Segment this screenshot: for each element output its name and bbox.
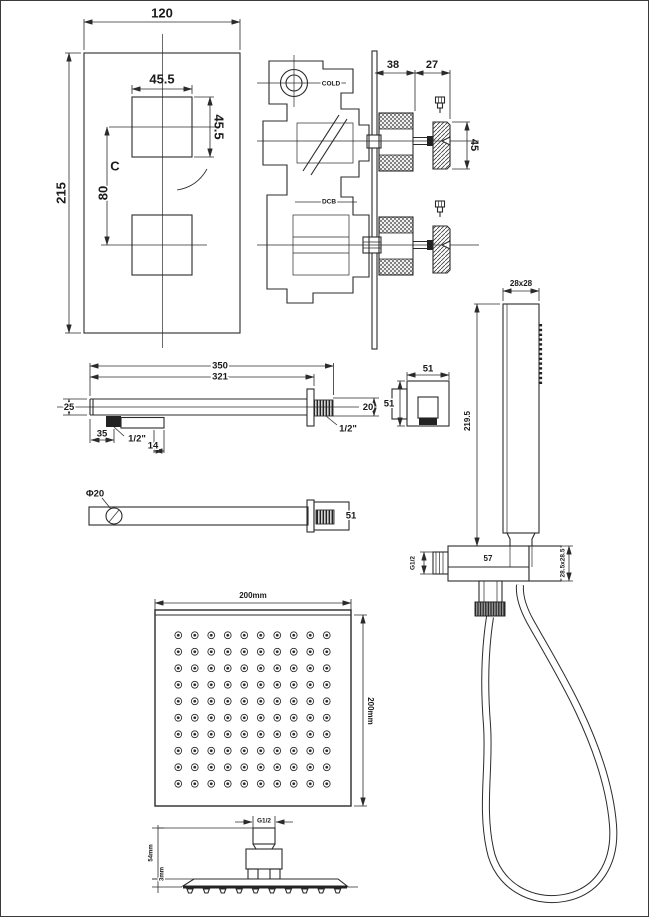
dim-wand-head-size: 28x28 [510,279,533,288]
dim-head-side-height: 54mm [149,844,155,861]
dim-head-height: 200mm [366,697,375,725]
dim-arm-hole-diameter: Φ20 [86,489,104,500]
dim-arm-inner-length: 321 [212,372,229,383]
dim-outlet-offset: 35 [97,429,108,440]
dim-flange-height: 51 [384,399,395,410]
arm-flange-detail-view: 51 51 [382,364,450,427]
valve-front-plate-view: 120 215 45.5 45.5 C 80 [53,5,241,348]
dim-handle-height: 45.5 [212,114,227,139]
head-side-nozzle-teeth [186,888,342,894]
dim-arm-tube-height: 25 [64,402,75,413]
dim-center-distance: 80 [95,186,110,200]
dim-flange-width: 51 [423,364,434,375]
dim-center-label: C [110,158,120,173]
dim-plate-width: 120 [151,5,173,20]
dim-arm-flange-size: 51 [346,511,357,522]
shower-head-face-view: 200mm 200mm [154,591,375,807]
dim-valve-depth: 38 [387,59,399,71]
shower-head-side-view: G1/2 54mm 3mm [147,816,358,894]
valve-body-label: DCB [322,199,336,206]
cold-inlet-label: COLD [322,81,341,88]
dim-arm-end-diameter: 20 [363,402,374,413]
dim-handle-size: 45 [468,139,480,151]
dim-bracket-plate-size: 28.5x28.5 [560,548,567,577]
hand-shower-view: G1/2 28x28 219.5 57 28.5x28.5 [408,279,618,904]
dim-arm-end-thread: 1/2" [339,424,357,435]
dim-bracket-inlet-thread: G1/2 [410,556,417,570]
dim-handle-width: 45.5 [149,71,174,86]
shower-arm-bottom-view: Φ20 51 [86,489,358,533]
dim-arm-length: 350 [212,361,228,372]
dim-wand-length: 219.5 [463,410,472,431]
dim-handle-depth: 27 [426,59,438,71]
dim-bracket-width: 57 [484,554,493,563]
dim-head-lip: 3mm [160,867,166,881]
dim-outlet-length: 14 [148,441,159,452]
dim-head-thread: G1/2 [257,818,271,825]
dim-outlet-thread: 1/2" [128,434,146,445]
shower-arm-side-view: 350 321 25 35 1/2" 14 20 1/2" [57,359,379,454]
wand-ribs [539,324,543,384]
dim-plate-height: 215 [53,182,68,204]
dim-head-width: 200mm [239,591,267,600]
valve-side-section-view: COLD DCB 38 2 [257,50,480,350]
nozzle-grid [170,627,335,792]
